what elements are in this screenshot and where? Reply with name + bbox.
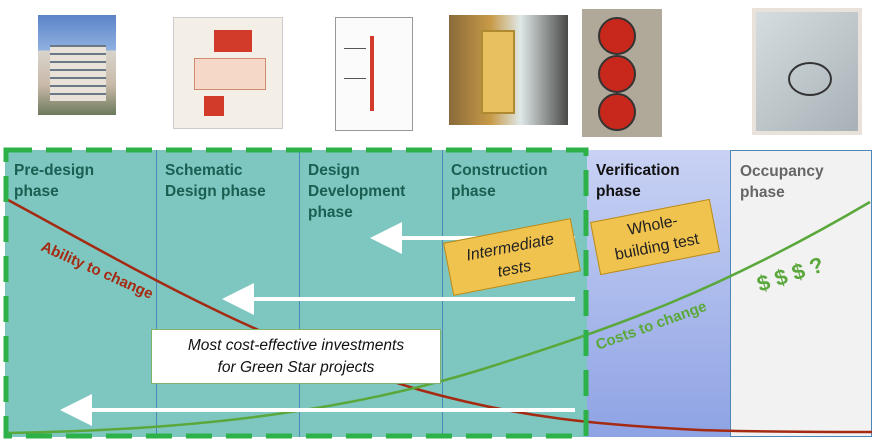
photo-blower-door-fans — [582, 9, 662, 137]
phase-band-construction: Construction phase — [442, 150, 587, 437]
cost-effective-investments-note: Most cost-effective investments for Gree… — [151, 329, 441, 384]
photo-building — [38, 15, 116, 115]
phase-divider — [730, 150, 731, 437]
phase-title: Schematic Design phase — [165, 162, 266, 200]
phase-band-verification: Verification phase — [587, 150, 730, 437]
dashed-boundary — [3, 147, 589, 439]
photo-construction-site — [449, 15, 568, 125]
phase-title: Design Development phase — [308, 162, 406, 221]
phase-title: Pre-design phase — [14, 162, 95, 200]
phase-title: Occupancy phase — [740, 163, 824, 201]
ability-to-change-curve — [7, 198, 873, 434]
costs-to-change-curve — [7, 200, 871, 435]
phase-divider — [156, 150, 157, 437]
photo-window-condensation — [752, 8, 862, 135]
phase-band-occupancy: Occupancy phase — [730, 150, 872, 437]
photo-design-drawing — [335, 17, 413, 131]
phase-title: Construction phase — [451, 162, 548, 200]
phase-title: Verification phase — [596, 162, 680, 200]
phase-divider — [299, 150, 300, 437]
photo-schematic-plan — [173, 17, 283, 129]
phase-band-pre-design: Pre-design phase — [5, 150, 156, 437]
phase-divider — [442, 150, 443, 437]
